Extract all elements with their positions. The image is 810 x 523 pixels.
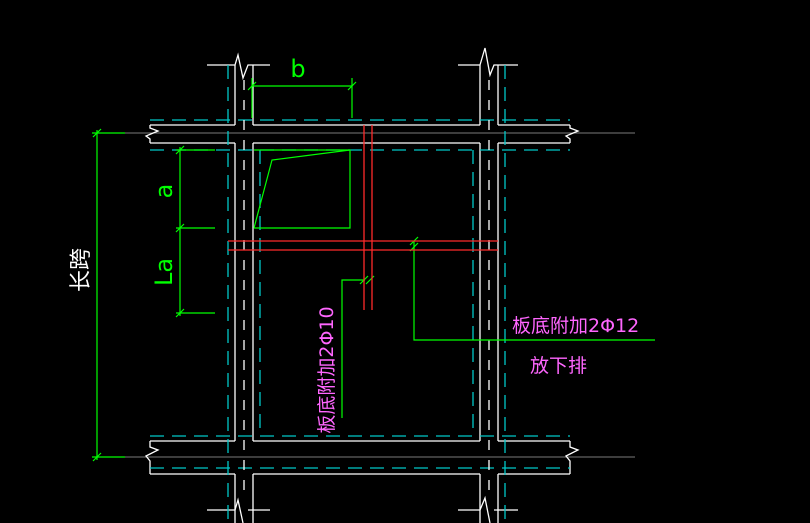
axis-lines [95, 132, 635, 458]
wall-outlines [144, 47, 580, 523]
wall-centre-dashes [243, 80, 490, 500]
additional-rebars [228, 125, 498, 310]
dim-la-label: La [150, 258, 178, 286]
long-span-label: 长跨 [69, 248, 94, 292]
note-lower-row: 放下排 [530, 355, 587, 377]
note-bottom-2phi10: 板底附加2Φ10 [316, 306, 338, 433]
dimension-lines [92, 78, 655, 462]
note-bottom-2phi12: 板底附加2Φ12 [512, 315, 639, 337]
slab-dashed-lines [150, 65, 570, 520]
dim-a-label: a [150, 184, 178, 199]
dim-b-label: b [290, 55, 305, 83]
